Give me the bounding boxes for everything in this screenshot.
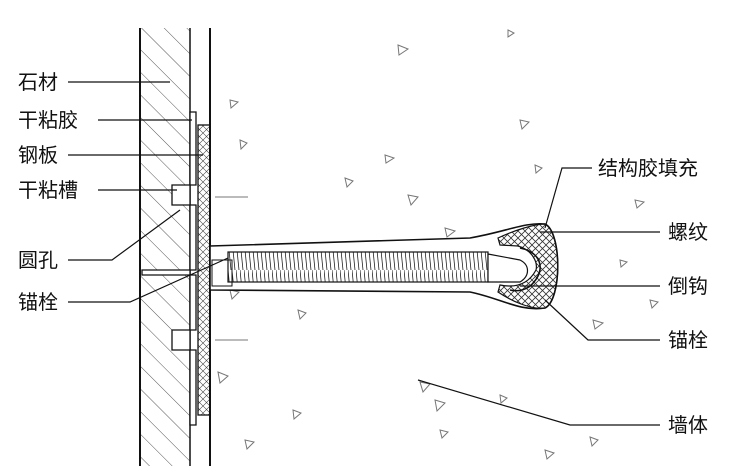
dry-adhesive-layer [141,111,197,426]
label-anchor-right: 锚栓 [668,328,708,352]
stone-panel [139,28,191,466]
leader-lines [68,81,660,426]
label-stone: 石材 [18,70,58,94]
label-dry-adhesive: 干粘胶 [18,108,78,132]
label-structural-glue-fill: 结构胶填充 [598,156,698,180]
label-round-hole: 圆孔 [18,248,58,272]
center-lines [215,196,248,341]
barb-hook [509,247,541,292]
structural-glue-fill [497,223,559,309]
anchor-bolt [211,251,529,287]
label-wall: 墙体 [668,413,708,437]
label-thread: 螺纹 [668,220,708,244]
label-steel-plate: 钢板 [18,143,58,167]
label-barb-hook: 倒钩 [668,274,708,298]
label-anchor-left: 锚栓 [18,290,58,314]
label-dry-groove: 干粘槽 [18,178,78,202]
steel-plate [197,124,211,416]
